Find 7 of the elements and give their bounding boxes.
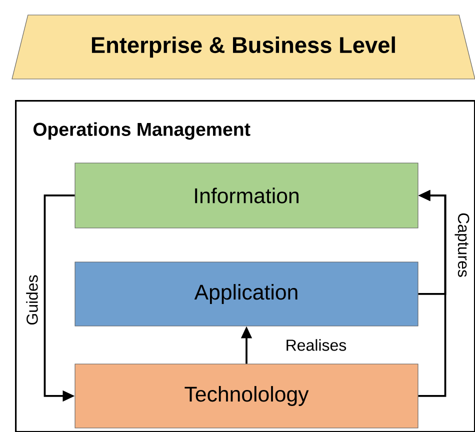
edge-label: Guides [24,273,40,327]
level-banner: Enterprise & Business Level [12,14,475,80]
edge-label: Captures [453,211,471,279]
layer-box: Technolology [74,364,418,428]
layer-box: Information [74,162,418,228]
edge-label: Realises [284,338,348,352]
layer-box: Application [74,262,418,326]
